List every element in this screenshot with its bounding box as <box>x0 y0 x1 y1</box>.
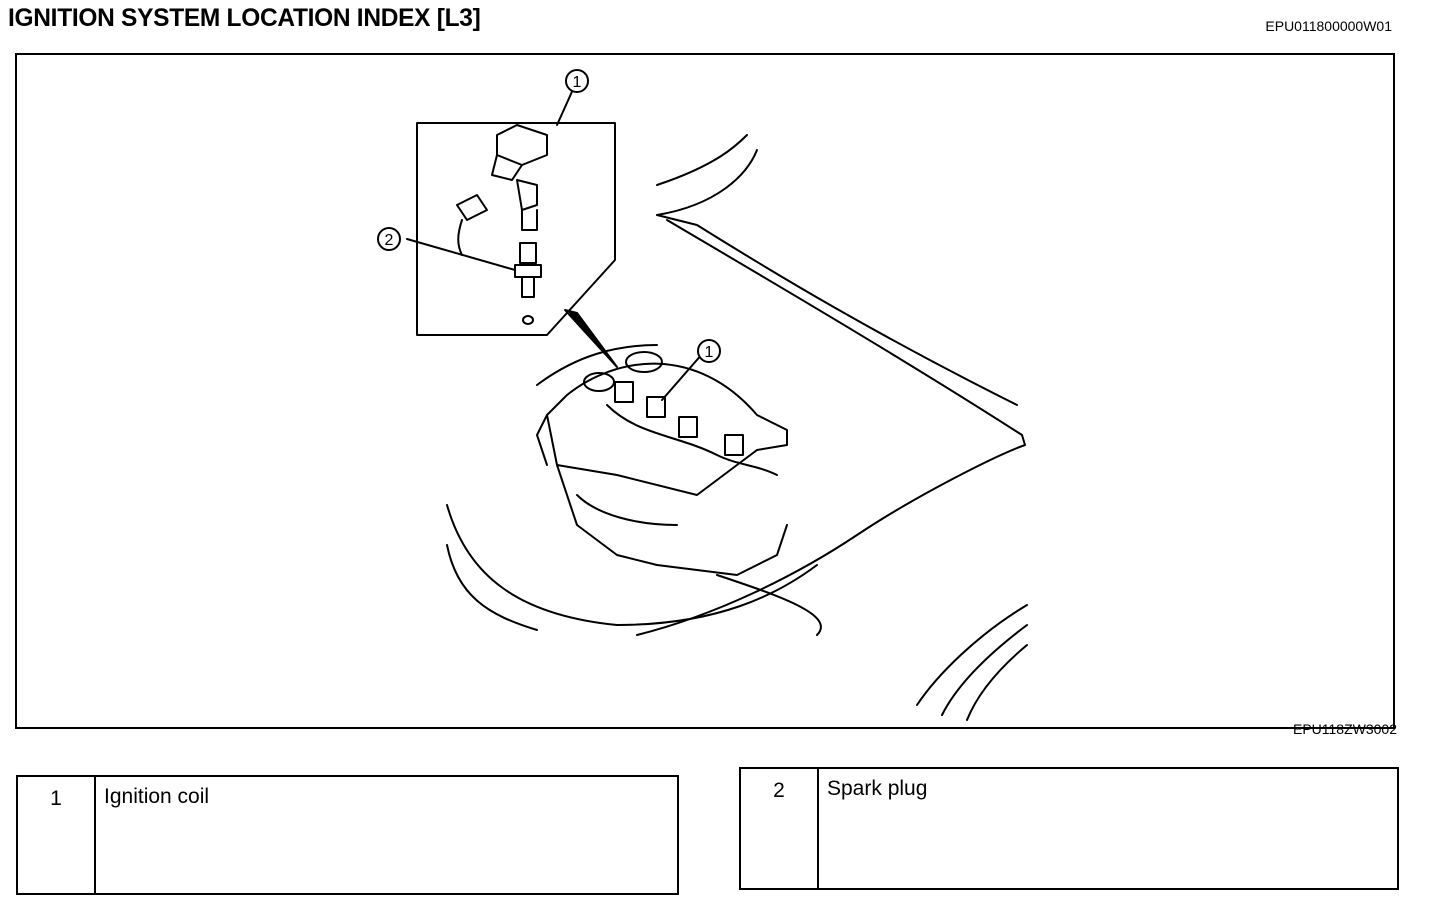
document-code: EPU011800000W01 <box>1265 18 1392 34</box>
legend-label: Ignition coil <box>104 785 210 808</box>
figure-code: EPU118ZW3002 <box>1292 721 1397 737</box>
callout-label: 1 <box>705 344 714 361</box>
page-title: IGNITION SYSTEM LOCATION INDEX [L3] <box>8 4 481 32</box>
callout-circle <box>377 227 401 251</box>
engine-illustration: 1 2 1 <box>377 69 1028 721</box>
callout-label: 2 <box>385 232 394 249</box>
legend-item: 1 Ignition coil <box>16 775 679 895</box>
legend-item: 2 Spark plug <box>739 767 1399 890</box>
legend-number: 1 <box>18 777 96 893</box>
legend-number: 2 <box>741 769 819 888</box>
callout-circle <box>565 69 589 93</box>
callout-circle <box>697 339 721 363</box>
callout-label: 1 <box>573 74 582 91</box>
legend-label: Spark plug <box>827 777 928 800</box>
illustration-frame: 1 2 1 <box>15 53 1395 729</box>
